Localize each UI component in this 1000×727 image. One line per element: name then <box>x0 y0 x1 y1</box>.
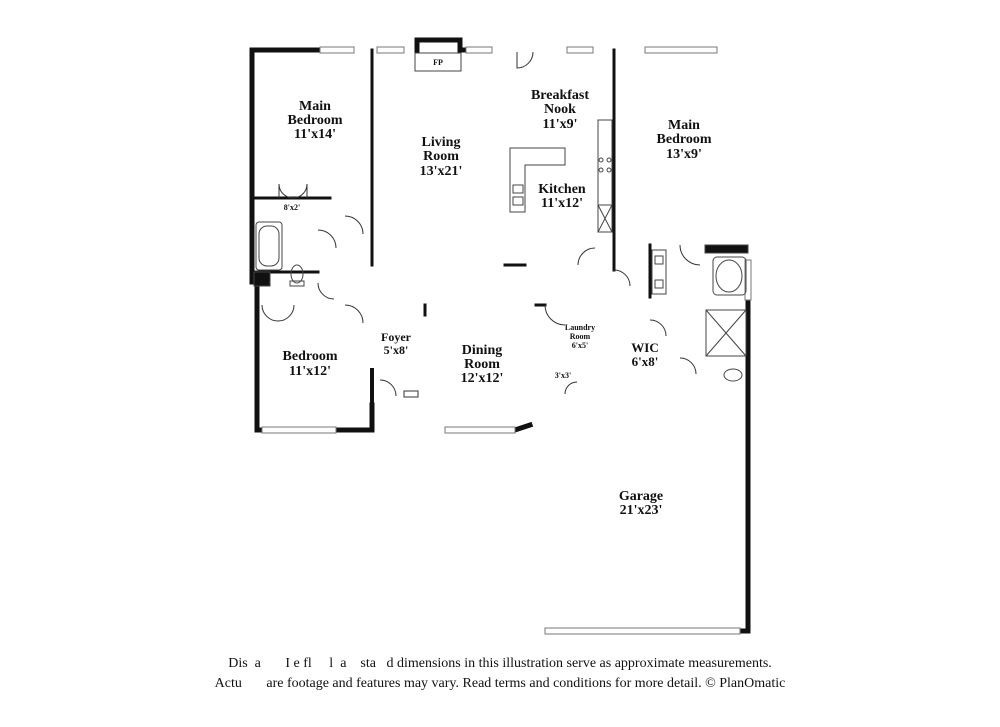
kitchen-sink <box>512 196 524 206</box>
door-swing <box>577 247 596 266</box>
vanity-sink <box>654 255 664 265</box>
door-swing <box>317 282 335 300</box>
door-swing <box>613 269 631 287</box>
fireplace-box <box>414 37 463 53</box>
toilet <box>290 264 304 284</box>
small-closet-size: 3'x3' <box>555 371 571 380</box>
closet-left-size: 8'x2' <box>284 203 300 212</box>
wic-size: 6'x8' <box>632 354 659 369</box>
laundry-room-label-2: Room <box>570 332 591 341</box>
window <box>744 259 752 301</box>
main-bedroom-right-size: 13'x9' <box>666 147 702 162</box>
tub-right-inner <box>715 259 743 293</box>
living-room-label: Living <box>422 135 461 150</box>
door-swing <box>344 215 364 235</box>
door-swing <box>544 304 566 326</box>
garage-size: 21'x23' <box>620 503 663 518</box>
closet-block <box>253 271 271 287</box>
labels: Main Bedroom 11'x14' 8'x2' Bedroom 11'x1… <box>283 58 712 518</box>
foyer-label: Foyer <box>381 330 412 344</box>
bathtub <box>255 221 283 271</box>
window <box>644 46 718 54</box>
window <box>444 426 516 434</box>
disclaimer-line-2: Actu are footage and features may vary. … <box>214 676 786 691</box>
disclaimer-line-1: Dis a I e fl l a sta d dimensions in thi… <box>228 656 772 671</box>
kitchen-sink <box>512 184 524 194</box>
foyer-size: 5'x8' <box>384 343 409 357</box>
tub-right <box>712 256 747 296</box>
vanity-sink <box>654 279 664 289</box>
wic-label: WIC <box>631 340 658 355</box>
dining-room-label: Dining <box>462 343 502 358</box>
fireplace-label: FP <box>433 58 443 67</box>
kitchen-size: 11'x12' <box>541 196 583 211</box>
main-bedroom-left-size: 11'x14' <box>294 127 336 142</box>
shower-x <box>705 309 747 357</box>
fixtures <box>253 52 749 382</box>
main-bedroom-right-label-2: Bedroom <box>657 132 712 147</box>
shower <box>705 309 747 357</box>
main-bedroom-left-label-2: Bedroom <box>288 113 343 128</box>
dining-outer-wall <box>511 421 534 434</box>
main-bedroom-left-label: Main <box>299 99 331 114</box>
door-swing <box>317 229 337 249</box>
door-swing <box>679 357 697 375</box>
door-swing <box>516 51 534 69</box>
kitchen-counter <box>509 147 566 213</box>
living-room-size: 13'x21' <box>420 164 463 179</box>
bedroom-label: Bedroom <box>283 349 338 364</box>
dining-room-size: 12'x12' <box>461 371 504 386</box>
doors <box>261 51 701 398</box>
stove-burner <box>598 167 604 173</box>
breakfast-nook-label-2: Nook <box>544 102 576 117</box>
stove-burner <box>598 157 604 163</box>
window <box>319 46 355 54</box>
door-swing <box>679 244 701 266</box>
bathtub-inner <box>258 225 280 267</box>
vanity <box>651 249 667 295</box>
bedroom-size: 11'x12' <box>289 364 331 379</box>
laundry-room-label: Laundry <box>565 323 595 332</box>
living-room-label-2: Room <box>423 149 459 164</box>
door-swing <box>379 379 397 397</box>
door-swing <box>649 319 667 337</box>
fridge <box>597 204 613 233</box>
garage-wall <box>737 389 751 634</box>
garage-label: Garage <box>619 489 663 504</box>
main-bedroom-right-label: Main <box>668 118 700 133</box>
window <box>261 426 337 434</box>
window <box>376 46 405 54</box>
front-door <box>403 390 419 398</box>
windows <box>261 46 752 635</box>
toilet-tank <box>289 280 305 287</box>
door-swing <box>344 304 364 324</box>
wall-block <box>704 244 749 254</box>
counter-right <box>597 119 613 233</box>
door-swing <box>261 304 295 322</box>
door-swing <box>564 381 578 395</box>
stove-burner <box>606 157 612 163</box>
laundry-room-size: 6'x5' <box>572 341 588 350</box>
stove-burner <box>606 167 612 173</box>
window <box>566 46 594 54</box>
window <box>465 46 493 54</box>
kitchen-label: Kitchen <box>538 182 586 197</box>
door-swing <box>278 183 308 199</box>
breakfast-nook-label: Breakfast <box>531 88 589 103</box>
dining-room-label-2: Room <box>464 357 500 372</box>
fireplace-hearth <box>414 52 462 72</box>
breakfast-nook-size: 11'x9' <box>542 117 577 132</box>
toilet-right <box>723 368 743 382</box>
garage-door <box>544 627 741 635</box>
